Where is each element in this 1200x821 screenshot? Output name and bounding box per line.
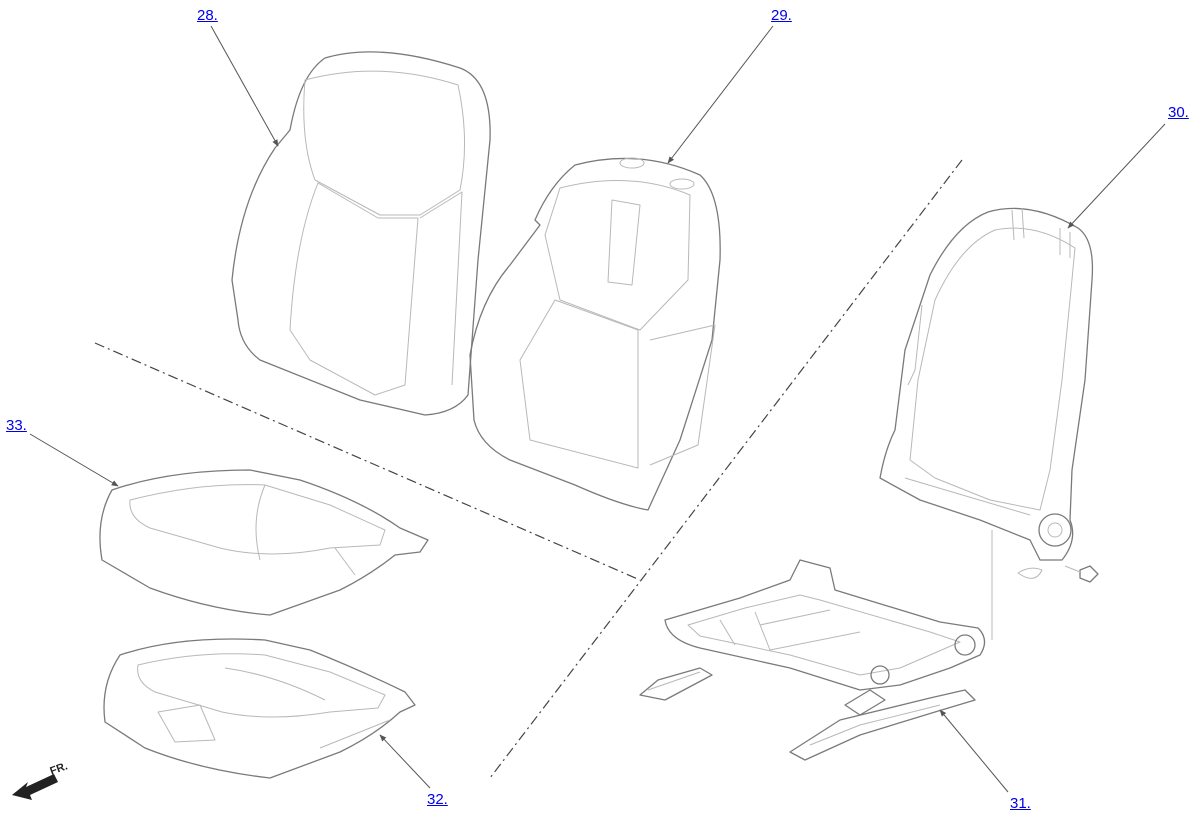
callout-28[interactable]: 28.: [197, 7, 218, 24]
callout-32[interactable]: 32.: [427, 791, 448, 808]
callout-29[interactable]: 29.: [771, 7, 792, 24]
part-31-seat-frame[interactable]: [639, 559, 986, 761]
front-arrow-icon: [12, 774, 58, 800]
part-29-seatback-pad[interactable]: [469, 157, 721, 511]
separator-line-right: [489, 159, 963, 779]
part-32-cushion-pad[interactable]: [103, 638, 416, 779]
part-28-seatback-cover[interactable]: [231, 51, 491, 416]
separator-line-left: [94, 342, 641, 581]
part-30-seatback-frame[interactable]: [879, 207, 1099, 640]
leader-32: [379, 734, 431, 789]
leader-29: [667, 25, 774, 164]
leader-28: [210, 25, 279, 147]
callout-30[interactable]: 30.: [1168, 104, 1189, 121]
part-33-cushion-cover[interactable]: [99, 469, 429, 616]
callout-31[interactable]: 31.: [1010, 795, 1031, 812]
leader-33: [29, 433, 119, 487]
leader-30: [1067, 123, 1166, 229]
callout-33[interactable]: 33.: [6, 417, 27, 434]
leader-31: [939, 709, 1009, 793]
